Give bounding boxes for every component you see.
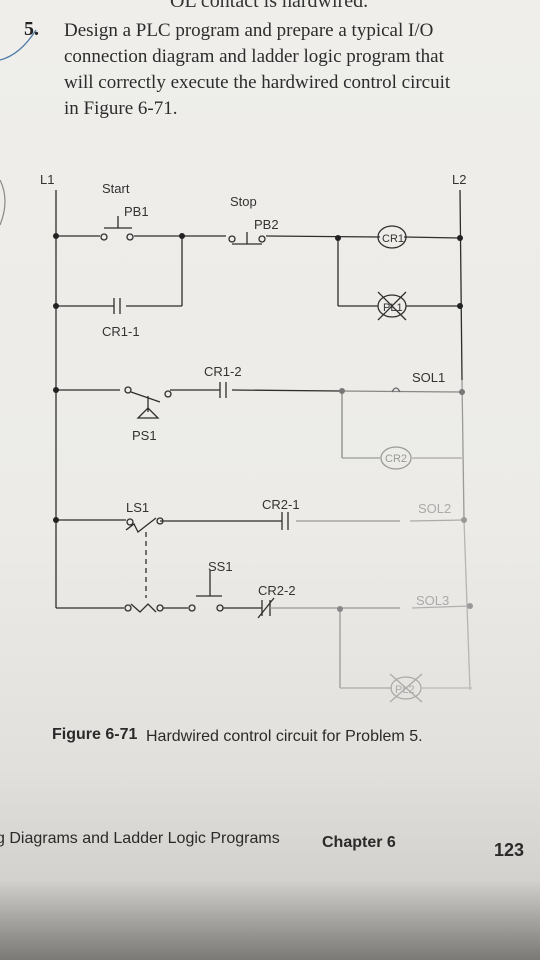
ss1-label: SS1 xyxy=(208,559,233,574)
cr1-2-label: CR1-2 xyxy=(204,364,242,379)
partial-header-line: OL contact is hardwired. xyxy=(170,0,369,12)
problem-line-4: in Figure 6-71. xyxy=(64,98,178,119)
cr1-coil xyxy=(377,225,407,249)
rail-l2-faint xyxy=(461,379,465,521)
rail-l2 xyxy=(459,189,463,381)
cr1-label: CR1 xyxy=(382,233,404,245)
l1-label: L1 xyxy=(40,172,54,187)
pb2-label: PB2 xyxy=(254,217,279,232)
problem-line-1: Design a PLC program and prepare a typic… xyxy=(64,20,434,41)
cr1-1-label: CR1-1 xyxy=(102,324,140,339)
figure-caption: Hardwired control circuit for Problem 5. xyxy=(146,728,423,745)
sol1-label: SOL1 xyxy=(412,370,445,385)
sol3-label: SOL3 xyxy=(416,593,449,608)
sol2-label: SOL2 xyxy=(418,501,451,516)
footer-running-title: g Diagrams and Ladder Logic Programs xyxy=(0,830,280,847)
problem-number: 5. xyxy=(24,18,39,40)
l2-label: L2 xyxy=(452,172,466,187)
problem-line-2: connection diagram and ladder logic prog… xyxy=(64,46,444,67)
page-curve xyxy=(0,179,6,226)
figure-number: Figure 6-71 xyxy=(52,726,138,743)
pl2-lamp xyxy=(390,676,422,700)
page-number: 123 xyxy=(494,840,525,860)
pl1-label: PL1 xyxy=(383,302,403,314)
cr2-1-label: CR2-1 xyxy=(262,497,300,512)
cr2-2-label: CR2-2 xyxy=(258,583,296,598)
cr2-label: CR2 xyxy=(385,453,407,465)
cr2-coil xyxy=(380,446,412,470)
start-label: Start xyxy=(102,181,130,196)
ls1-label: LS1 xyxy=(126,500,149,515)
pen-mark xyxy=(0,29,37,61)
bottom-shadow xyxy=(0,880,540,960)
problem-line-3: will correctly execute the hardwired con… xyxy=(64,72,451,93)
ps1-label: PS1 xyxy=(132,428,157,443)
stop-label: Stop xyxy=(230,194,257,209)
pl2-label: PL2 xyxy=(395,684,415,696)
pl1-lamp xyxy=(377,294,407,318)
footer-chapter: Chapter 6 xyxy=(322,834,396,851)
rail-l2-faint-2 xyxy=(463,519,471,691)
junction-dots xyxy=(53,233,473,612)
pb1-label: PB1 xyxy=(124,204,149,219)
